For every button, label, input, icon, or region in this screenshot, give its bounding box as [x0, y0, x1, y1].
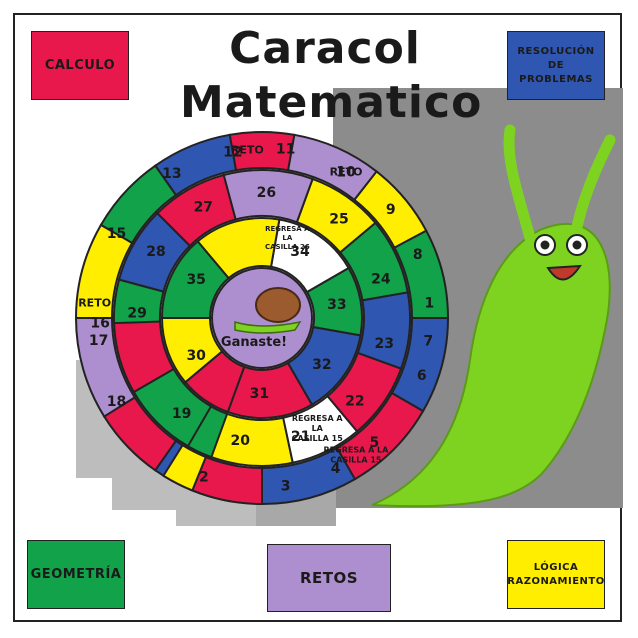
- track-cell-label: 31: [250, 386, 269, 402]
- snail-antenna-right: [569, 134, 616, 242]
- track-cell-label: 10: [336, 165, 356, 181]
- legend-logica-label: LÓGICA RAZONAMIENTO: [507, 561, 605, 587]
- track-cell-label: 29: [127, 306, 146, 322]
- track-cell-label: 9: [386, 202, 396, 218]
- track-cell-label: 19: [172, 406, 191, 422]
- track-cell-label: 3: [281, 478, 291, 494]
- track-cell-label: 24: [371, 271, 391, 287]
- legend-logica: LÓGICA RAZONAMIENTO: [507, 540, 605, 609]
- track-cell: [282, 394, 359, 464]
- legend-resolucion: RESOLUCIÓN DE PROBLEMAS: [507, 31, 605, 100]
- track-cell-label: 17: [89, 333, 108, 349]
- track-cell-label: 5: [370, 435, 380, 451]
- track-cell-label: RETO: [330, 166, 363, 179]
- track-cell: [74, 223, 134, 319]
- page-title: Caracol Matematico: [180, 23, 483, 128]
- legend-geometria: GEOMETRÍA: [27, 540, 125, 609]
- track-cell: [153, 133, 238, 197]
- track-cell-label: 20: [231, 433, 251, 449]
- penalty-text: REGRESA A: [292, 414, 344, 423]
- track-cell-label: 26: [257, 185, 276, 201]
- track-cell-label: RETO: [78, 296, 111, 309]
- snail-icon-body: [234, 320, 302, 334]
- track-cell-label: 30: [186, 348, 206, 364]
- track-cell: [228, 131, 296, 172]
- track-cell-label: 25: [329, 211, 348, 227]
- snail-mouth: [546, 264, 582, 281]
- penalty-text: CASILLA 26: [265, 243, 310, 251]
- legend-retos: RETOS: [267, 544, 391, 612]
- track-cell-label: 32: [312, 357, 331, 373]
- track-cell: [99, 164, 178, 245]
- track-cell-label: 18: [107, 394, 126, 410]
- track-cell-label: 7: [423, 333, 433, 349]
- track-cell-label: 2: [199, 470, 209, 486]
- center-label: Ganaste!: [221, 335, 287, 350]
- track-cell: [160, 239, 230, 319]
- track-cell-label: 15: [107, 226, 126, 242]
- track-cell: [352, 170, 428, 249]
- track-cell: [286, 133, 378, 202]
- track-cell-label: 16: [90, 316, 109, 332]
- penalty-text: LA: [312, 424, 324, 433]
- track-cell-label: 28: [146, 244, 165, 260]
- track-cell: [356, 291, 411, 370]
- track-cell: [160, 317, 224, 384]
- track-cell-label: 35: [186, 272, 205, 288]
- track-cell-label: 27: [194, 200, 213, 216]
- snail-pupil: [572, 240, 582, 250]
- track-cell: [117, 211, 192, 293]
- track-cell: [393, 229, 450, 319]
- track-cell-label: 22: [345, 394, 364, 410]
- track-cell-label: RETO: [231, 144, 264, 157]
- track-cell: [222, 169, 314, 224]
- track-cell-label: 6: [417, 368, 427, 384]
- penalty-text: CASILLA 15: [330, 455, 382, 464]
- track-cell-label: 23: [375, 336, 394, 352]
- legend-retos-label: RETOS: [299, 569, 359, 587]
- track-cell: [162, 443, 208, 492]
- track-cell-label: 4: [331, 461, 341, 477]
- center-cell: [211, 267, 313, 369]
- legend-calculo-label: CALCULO: [44, 58, 116, 73]
- track-cell-label: 8: [413, 247, 423, 263]
- track-cell: [183, 350, 246, 414]
- track-cell: [295, 177, 377, 254]
- track-cell-label: 13: [162, 166, 181, 182]
- penalty-text: REGRESA A LA: [324, 445, 390, 454]
- snail-pupil: [540, 240, 550, 250]
- snail-character: [371, 124, 616, 508]
- track-cell: [390, 317, 450, 413]
- track-cell-label: 33: [327, 297, 346, 313]
- track-cell-label: 34: [290, 244, 310, 260]
- track-cell-label: 1: [424, 295, 434, 311]
- penalty-text: LA: [282, 234, 292, 242]
- track-cell: [338, 221, 409, 302]
- track-cell: [196, 217, 281, 280]
- legend-calculo: CALCULO: [31, 31, 129, 100]
- penalty-text: CASILLA 15: [292, 434, 344, 443]
- track-cell: [335, 391, 425, 481]
- legend-geometria-label: GEOMETRÍA: [30, 567, 122, 582]
- snail-body: [371, 222, 611, 508]
- track-cell-label: 11: [276, 142, 295, 158]
- track-cell: [102, 396, 178, 472]
- track-cell: [113, 320, 176, 394]
- track-cell: [155, 173, 237, 248]
- penalty-text: REGRESA A: [265, 225, 310, 233]
- track-cell-label: 21: [291, 429, 310, 445]
- snail-shell-icon: [255, 287, 301, 323]
- track-cell: [326, 351, 403, 433]
- legend-resolucion-label: RESOLUCIÓN DE PROBLEMAS: [517, 45, 595, 85]
- snail-antenna-left: [503, 124, 536, 244]
- track-cell: [74, 317, 137, 418]
- track-cell: [286, 325, 362, 406]
- track-cell: [269, 218, 350, 294]
- track-cell-label: 12: [223, 145, 242, 161]
